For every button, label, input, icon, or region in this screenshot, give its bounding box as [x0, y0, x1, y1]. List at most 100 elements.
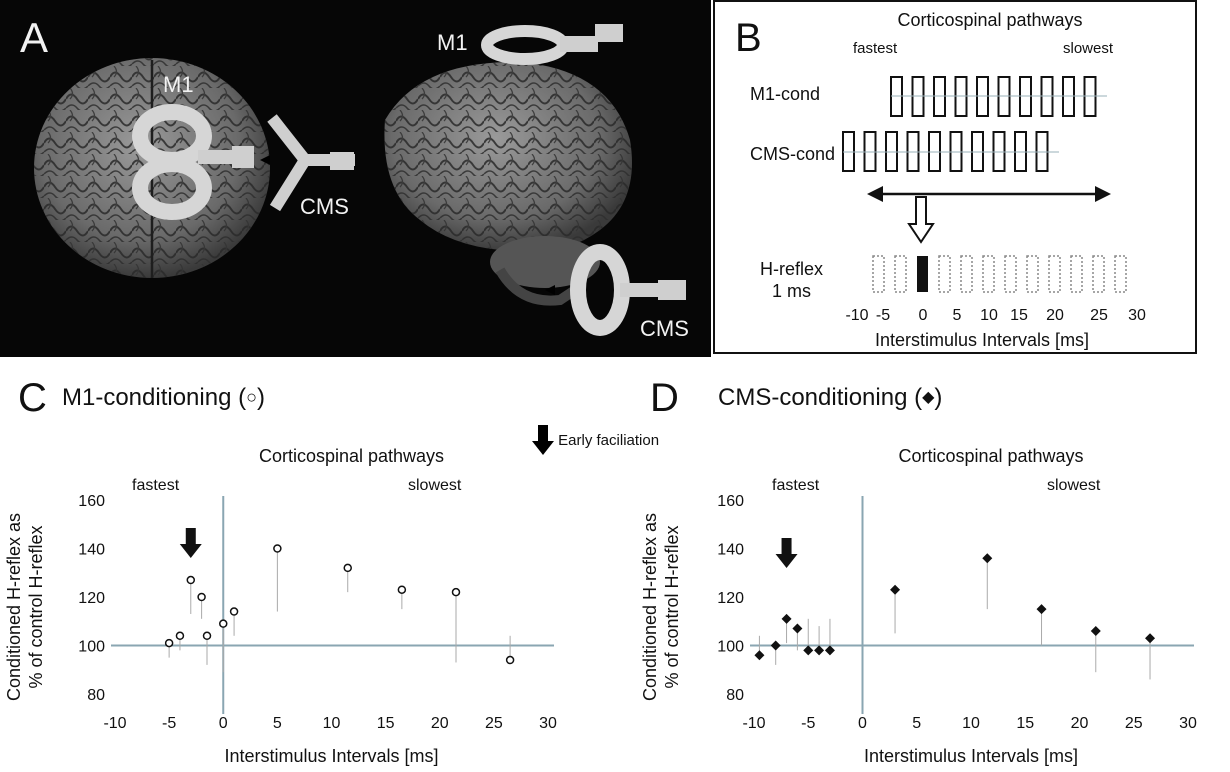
brain-side-view	[384, 61, 632, 306]
data-point	[1145, 633, 1156, 644]
x-tick-label: 5	[912, 715, 921, 732]
tick-label: 0	[918, 307, 928, 324]
early-facilitation-arrow	[179, 528, 202, 558]
legend-label: Early faciliation	[558, 432, 660, 449]
chart-title: Corticospinal pathways	[259, 446, 444, 466]
data-point	[451, 587, 461, 597]
tick-label: -10	[845, 307, 869, 324]
x-tick-label: 25	[1125, 715, 1143, 732]
panel-b-schematic: B Corticospinal pathways fastest slowest…	[713, 0, 1197, 354]
panel-d-heading-text: CMS-conditioning (	[718, 384, 923, 411]
m1-cond-label: M1-cond	[750, 84, 821, 104]
y-axis-label-line2: % of control H-reflex	[26, 525, 46, 688]
tick-label: 5	[952, 307, 962, 324]
data-point	[164, 638, 174, 648]
fastest-label: fastest	[132, 477, 180, 494]
slowest-label: slowest	[408, 477, 462, 494]
tick-label: 15	[1010, 307, 1028, 324]
cms-coil-right	[545, 244, 686, 336]
x-axis-label: Interstimulus Intervals [ms]	[864, 746, 1078, 766]
data-point	[982, 553, 993, 564]
data-point	[754, 650, 765, 661]
panel-b-title: Corticospinal pathways	[897, 10, 1083, 30]
data-point	[219, 619, 228, 628]
cms-stimulator-left	[260, 114, 355, 212]
hreflex-dotted-box	[1070, 255, 1083, 293]
x-tick-label: -10	[742, 715, 765, 732]
data-point	[505, 655, 515, 665]
diamond-symbol: ◆	[922, 389, 935, 406]
y-tick-label: 120	[78, 590, 105, 607]
hreflex-1ms-bar	[917, 256, 928, 292]
tick-label: 30	[1128, 307, 1146, 324]
data-point	[175, 631, 185, 641]
x-tick-label: 10	[323, 715, 341, 732]
m1-label-right: M1	[437, 30, 468, 55]
data-point	[890, 584, 901, 595]
tick-label: 20	[1046, 307, 1064, 324]
hollow-down-arrow	[907, 196, 935, 244]
y-tick-label: 80	[726, 687, 744, 704]
slowest-label: slowest	[1063, 40, 1114, 57]
tick-label: -5	[875, 307, 891, 324]
panel-c-heading-end: )	[256, 384, 265, 411]
cms-cond-label: CMS-cond	[750, 144, 836, 164]
x-tick-label: 0	[219, 715, 228, 732]
early-facilitation-legend: Early faciliation	[532, 425, 659, 455]
hreflex-line2: 1 ms	[772, 281, 812, 301]
hreflex-dotted-box	[1048, 255, 1061, 293]
x-tick-label: 15	[377, 715, 395, 732]
hreflex-dotted-box	[1092, 255, 1105, 293]
y-tick-label: 140	[717, 542, 744, 559]
hreflex-label: H-reflex 1 ms	[760, 258, 823, 302]
m1-coil-left	[132, 104, 254, 220]
hreflex-dotted-box	[982, 255, 995, 293]
m1-label-left: M1	[163, 72, 194, 97]
fastest-label: fastest	[853, 40, 898, 57]
panel-b-xlabel: Interstimulus Intervals [ms]	[875, 330, 1090, 350]
pathway-diagram	[842, 76, 1127, 293]
y-tick-label: 100	[717, 639, 744, 656]
data-point	[1090, 625, 1101, 636]
data-point	[197, 592, 206, 602]
y-tick-label: 160	[717, 493, 744, 510]
y-tick-label: 140	[78, 542, 105, 559]
x-tick-label: -5	[801, 715, 815, 732]
data-point	[1036, 604, 1047, 615]
x-axis-label: Interstimulus Intervals [ms]	[224, 746, 438, 766]
y-axis-label-line1: Conditioned H-reflex as	[640, 513, 660, 701]
x-tick-label: 5	[273, 715, 282, 732]
y-tick-label: 160	[78, 493, 105, 510]
x-tick-label: 20	[431, 715, 449, 732]
x-tick-label: 30	[1179, 715, 1197, 732]
tick-label: 10	[980, 307, 998, 324]
double-arrow-left-head	[867, 186, 883, 202]
brain-illustration	[34, 24, 686, 336]
hreflex-dotted-box	[872, 255, 885, 293]
hreflex-dotted-box	[1114, 255, 1127, 293]
x-tick-label: 25	[485, 715, 503, 732]
chart-title: Corticospinal pathways	[898, 446, 1083, 466]
x-tick-label: 15	[1016, 715, 1034, 732]
data-point	[229, 607, 239, 616]
x-tick-label: 20	[1071, 715, 1089, 732]
circle-symbol: ○	[246, 387, 257, 407]
hreflex-dotted-box	[1026, 255, 1039, 293]
panel-c-heading-text: M1-conditioning (	[62, 384, 247, 411]
panel-c-letter: C	[18, 376, 47, 420]
x-tick-label: -5	[162, 715, 176, 732]
hreflex-line1: H-reflex	[760, 259, 824, 279]
x-tick-label: -10	[103, 715, 126, 732]
panel-letter: A	[20, 14, 49, 61]
panel-d-heading: CMS-conditioning (◆)	[718, 384, 942, 412]
data-point	[824, 645, 835, 656]
x-tick-label: 10	[962, 715, 980, 732]
data-point	[770, 640, 781, 651]
cms-label-left: CMS	[300, 194, 349, 219]
panel-c-heading: M1-conditioning (○)	[62, 384, 265, 412]
early-facilitation-arrow	[775, 538, 798, 568]
tick-label: 25	[1090, 307, 1108, 324]
fastest-label: fastest	[772, 477, 820, 494]
